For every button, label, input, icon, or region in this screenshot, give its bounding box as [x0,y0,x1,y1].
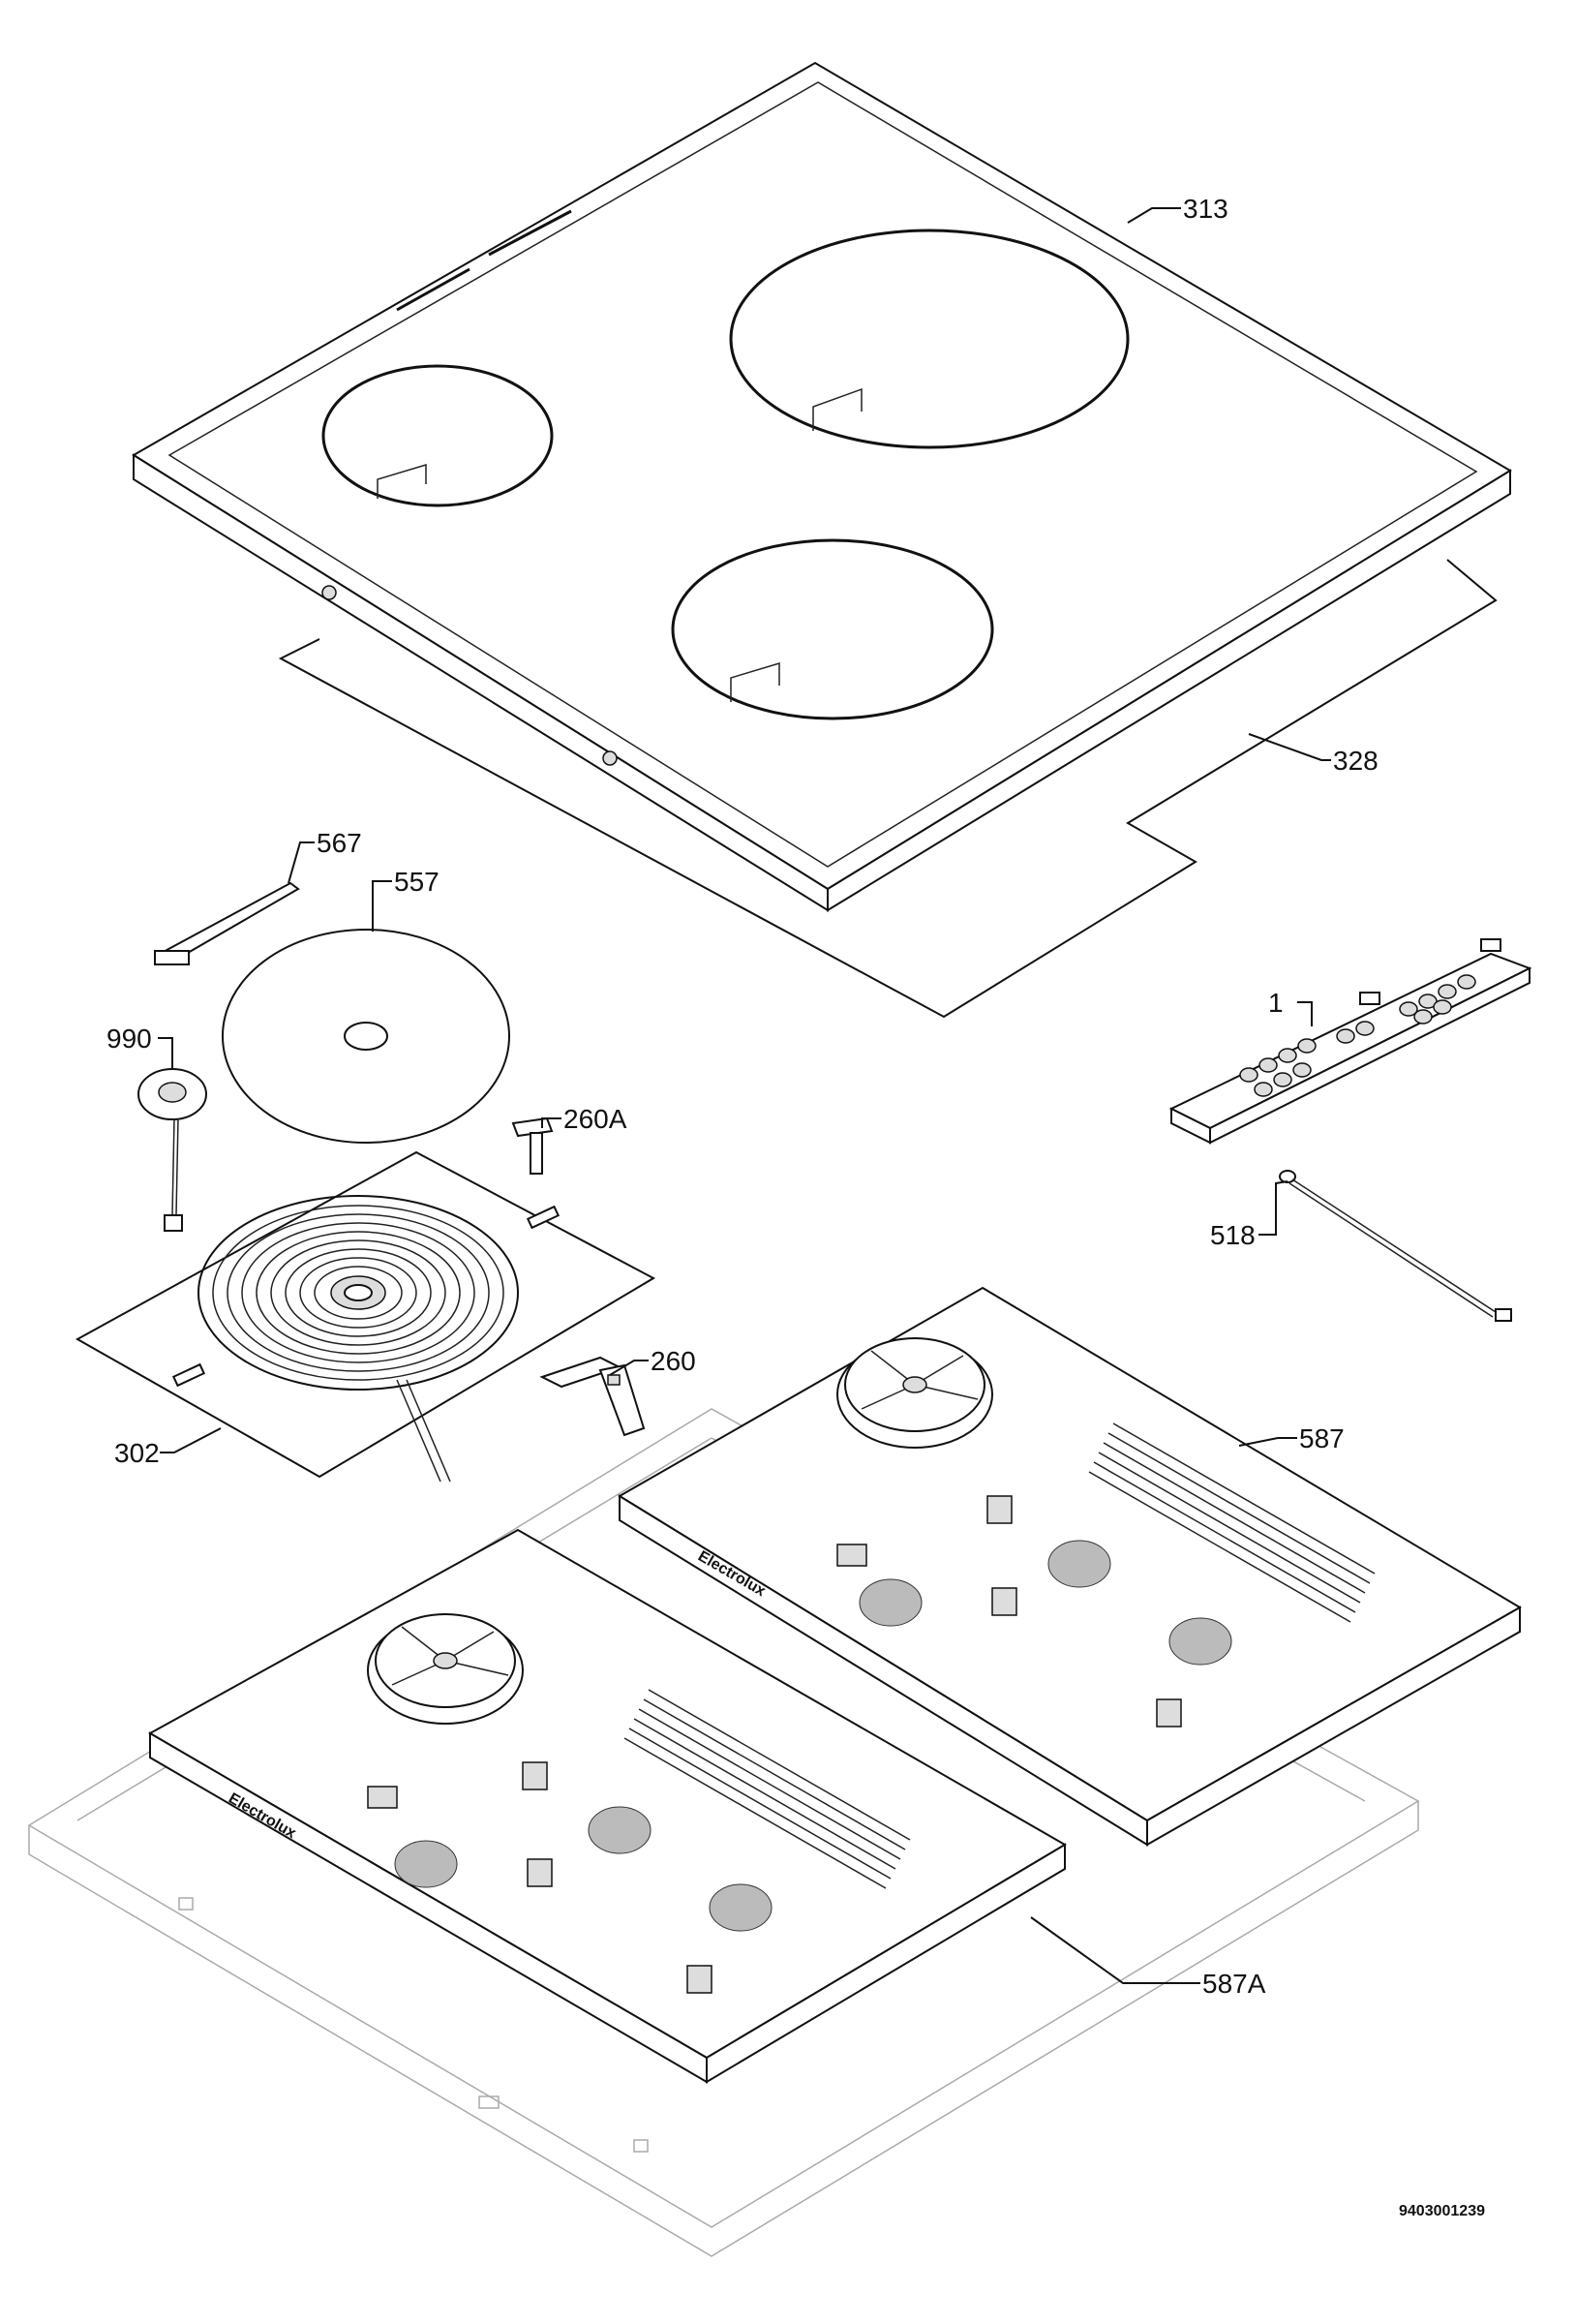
control-buttons [1239,938,1501,1097]
label-313: 313 [1183,194,1228,224]
label-1: 1 [1268,988,1284,1018]
label-567: 567 [317,828,362,858]
power-board-587A: Electrolux [147,1528,1067,2084]
label-587: 587 [1299,1423,1345,1453]
power-board-587: Electrolux [618,1286,1522,1847]
label-260: 260 [651,1346,696,1376]
bracket-260 [539,1356,646,1437]
drawing-number: 9403001239 [1399,2203,1485,2219]
fan-587 [836,1337,993,1449]
label-328: 328 [1333,746,1379,776]
part-labels: 313 328 567 557 990 260A 1 518 260 302 5… [106,194,1379,1999]
heatsink-587A [623,1689,911,1889]
temp-sensor-990 [137,1068,207,1232]
label-518: 518 [1210,1220,1256,1250]
ribbon-cable-518 [1279,1170,1512,1322]
label-990: 990 [106,1024,152,1054]
spacer-260A [511,1116,554,1175]
control-board-1 [1168,938,1532,1145]
heatsink-587 [1088,1422,1376,1623]
glass-cooktop-313 [132,61,1512,912]
label-587A: 587A [1202,1969,1266,1999]
leader-lines [158,207,1331,1984]
label-260A: 260A [563,1104,627,1134]
fan-587A [367,1613,524,1725]
label-557: 557 [394,867,439,897]
gasket-328 [278,559,1498,1019]
sensor-clip-567 [154,881,300,965]
label-302: 302 [114,1438,160,1468]
induction-coil-302 [75,1150,656,1483]
mica-disc-557 [222,929,510,1144]
coil-windings [197,1195,519,1391]
